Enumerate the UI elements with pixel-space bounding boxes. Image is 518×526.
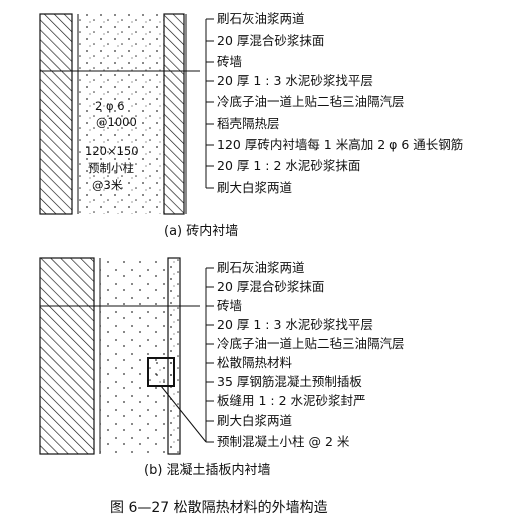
diagram-b-label: 20 厚 1 : 3 水泥砂浆找平层 xyxy=(217,317,373,332)
diagram-a-label: 120 厚砖内衬墙每 1 米高加 2 φ 6 通长钢筋 xyxy=(217,137,463,152)
diagram-a-caption: (a) 砖内衬墙 xyxy=(164,223,238,239)
diagram-b-insulation xyxy=(100,258,168,454)
diagram-b: 刷石灰油浆两道 20 厚混合砂浆抹面 砖墙 20 厚 1 : 3 水泥砂浆找平层… xyxy=(39,257,405,478)
diagram-a-label: 刷大白浆两道 xyxy=(217,180,293,195)
diagram-b-label: 砖墙 xyxy=(217,298,242,313)
post-note-line1: 120×150 xyxy=(85,144,139,158)
diagram-b-label: 松散隔热材料 xyxy=(217,355,293,370)
diagram-b-caption: (b) 混凝土插板内衬墙 xyxy=(144,462,271,478)
diagram-a-label: 刷石灰油浆两道 xyxy=(217,11,305,26)
diagram-b-label: 刷石灰油浆两道 xyxy=(217,260,305,275)
figure-title: 图 6—27 松散隔热材料的外墙构造 xyxy=(110,500,328,516)
diagram-a-label: 20 厚 1 : 3 水泥砂浆找平层 xyxy=(217,73,373,88)
diagram-b-insert-panel xyxy=(167,257,181,455)
diagram-b-brick-wall xyxy=(39,257,95,455)
diagram-a-label: 20 厚 1 : 2 水泥砂浆抹面 xyxy=(217,158,360,173)
post-note-line3: @3米 xyxy=(92,178,123,192)
diagram-b-label: 20 厚混合砂浆抹面 xyxy=(217,279,324,294)
diagram-b-label: 刷大白浆两道 xyxy=(217,413,293,428)
rebar-note-line2: @1000 xyxy=(96,115,137,129)
diagram-b-label: 板缝用 1 : 2 水泥砂浆封严 xyxy=(217,393,366,408)
diagram-a-brick-wall xyxy=(39,13,73,215)
diagram-b-label: 35 厚钢筋混凝土预制插板 xyxy=(217,374,362,389)
rebar-note-line1: 2 φ 6 xyxy=(95,99,125,113)
diagram-a-label: 砖墙 xyxy=(217,54,242,69)
diagram-a-label: 稻壳隔热层 xyxy=(217,116,280,131)
diagram-a-insulation xyxy=(78,14,164,214)
diagram-b-label: 冷底子油一道上贴二毡三油隔汽层 xyxy=(217,336,405,351)
post-note-line2: 预制小柱 xyxy=(88,161,134,175)
diagram-a-lining-wall xyxy=(163,13,185,215)
precast-post xyxy=(147,357,175,387)
diagram-b-label: 预制混凝土小柱 @ 2 米 xyxy=(217,434,350,449)
diagram-a-label: 冷底子油一道上贴二毡三油隔汽层 xyxy=(217,94,405,109)
diagram-a-label: 20 厚混合砂浆抹面 xyxy=(217,33,324,48)
diagram-a: 2 φ 6 @1000 120×150 预制小柱 @3米 刷石灰油浆两道 20 … xyxy=(39,11,463,239)
